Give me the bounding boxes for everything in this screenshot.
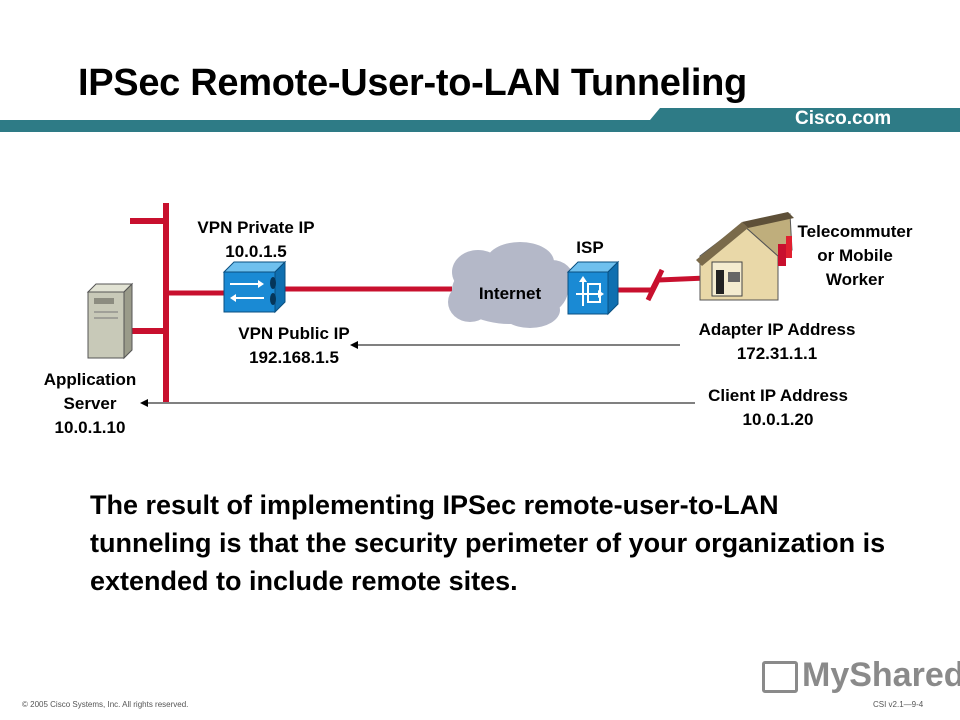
vpn-private-ip-label: VPN Private IP 10.0.1.5	[197, 218, 315, 261]
adapter-ip-arrow	[350, 341, 680, 349]
slide-title: IPSec Remote-User-to-LAN Tunneling	[78, 62, 747, 104]
adapter-ip-label: Adapter IP Address 172.31.1.1	[698, 320, 856, 363]
internet-cloud	[448, 242, 574, 328]
house-icon	[696, 212, 794, 301]
vpn-public-ip-label: VPN Public IP 192.168.1.5	[238, 324, 350, 367]
presentation-icon	[762, 661, 798, 694]
brand-label: Cisco.com	[795, 108, 892, 129]
network-diagram	[86, 203, 794, 407]
client-ip-label: Client IP Address 10.0.1.20	[708, 386, 848, 429]
isp-router-icon	[566, 260, 620, 316]
telecommuter-label: Telecommuter or Mobile Worker	[797, 222, 913, 289]
slide-code: CSI v2.1—9-4	[873, 700, 924, 709]
vpn-concentrator-icon	[222, 260, 287, 314]
copyright-text: © 2005 Cisco Systems, Inc. All rights re…	[22, 700, 189, 709]
internet-label: Internet	[478, 284, 542, 303]
application-server-label: Application Server 10.0.1.10	[43, 370, 137, 437]
watermark-logo: MySharedo	[762, 656, 960, 695]
title-bar	[0, 108, 960, 132]
server-icon	[86, 282, 134, 360]
remote-link	[615, 268, 707, 302]
client-ip-arrow	[140, 399, 695, 407]
summary-text: The result of implementing IPSec remote-…	[90, 490, 886, 596]
isp-label: ISP	[576, 238, 604, 257]
